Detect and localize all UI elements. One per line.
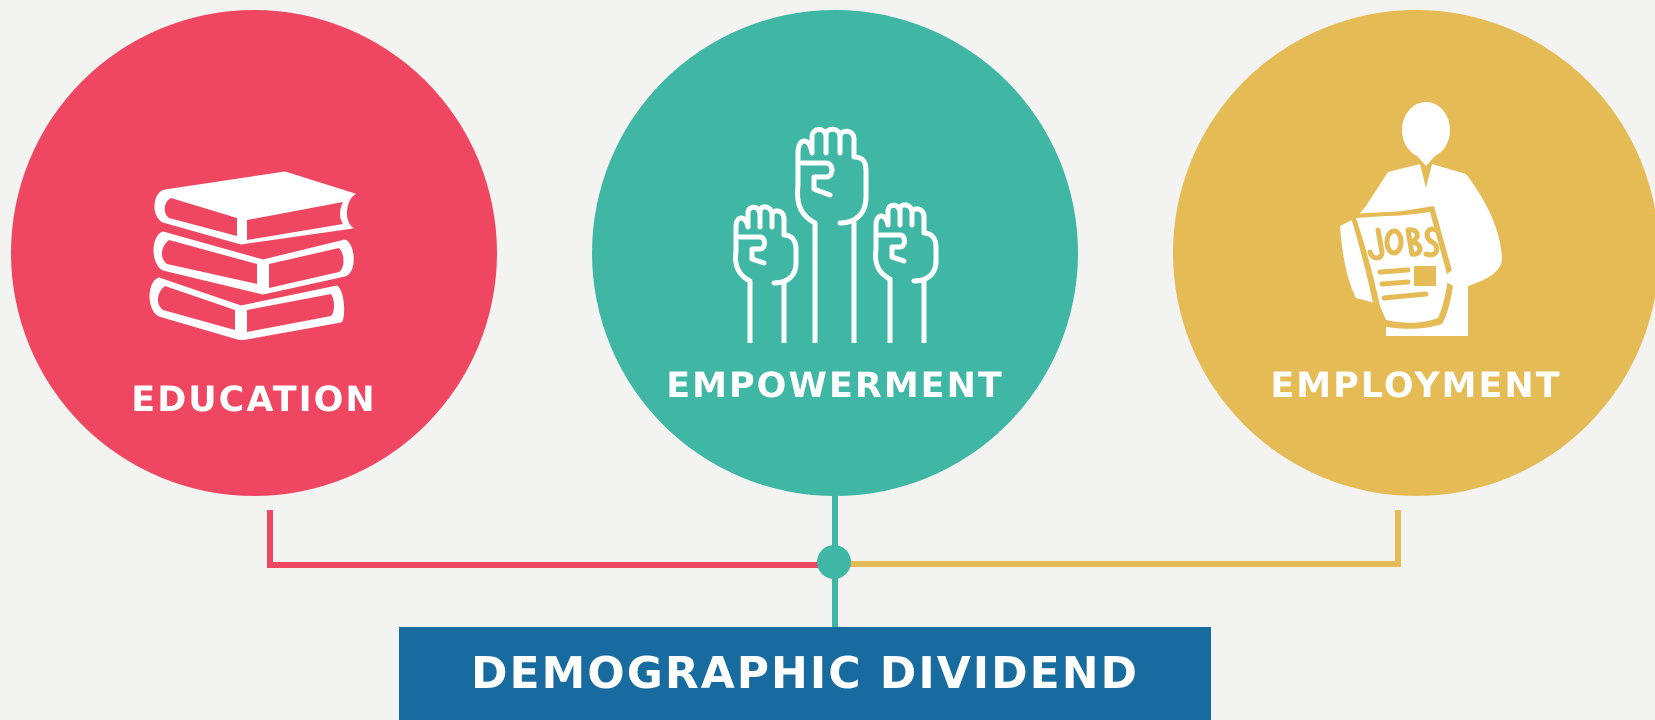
education-connector [267, 510, 834, 568]
books-stack-icon [145, 160, 363, 344]
demographic-dividend-banner: DEMOGRAPHIC DIVIDEND [399, 627, 1211, 720]
employment-connector [834, 510, 1401, 567]
job-seeker-newspaper-icon [1316, 102, 1516, 342]
education-circle: EDUCATION [11, 10, 497, 496]
empowerment-label: EMPOWERMENT [666, 366, 1004, 406]
education-label: EDUCATION [131, 380, 377, 420]
empowerment-circle: EMPOWERMENT [592, 10, 1078, 496]
junction-node [817, 545, 851, 579]
raised-fists-icon [730, 123, 940, 347]
banner-title: DEMOGRAPHIC DIVIDEND [470, 648, 1140, 699]
employment-label: EMPLOYMENT [1270, 366, 1562, 406]
employment-circle: EMPLOYMENT [1173, 10, 1655, 496]
